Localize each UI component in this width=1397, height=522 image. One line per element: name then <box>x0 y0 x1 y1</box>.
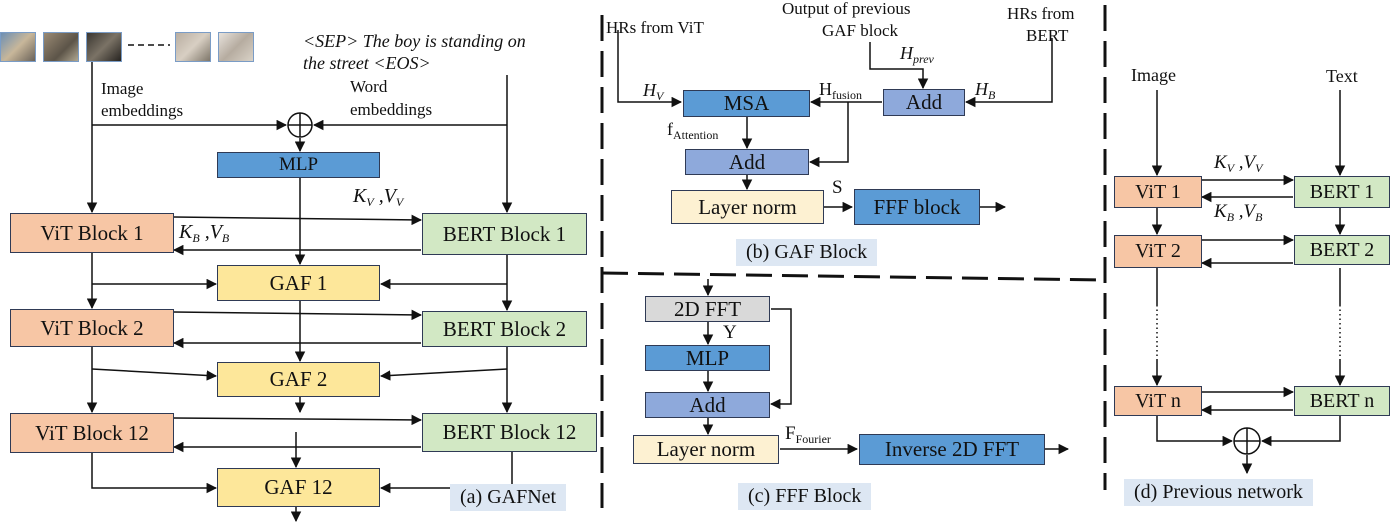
h-v-label: HV <box>643 80 663 106</box>
word-embeddings-label-l2: embeddings <box>350 100 433 119</box>
gaf-block-2: GAF 2 <box>217 362 380 397</box>
image-input-label: Image <box>1131 65 1176 85</box>
k-symbol: K <box>353 185 367 207</box>
image-embeddings-label-l2: embeddings <box>101 101 184 120</box>
kv-label-d: KV ,VV <box>1214 152 1263 176</box>
gaf-block-12: GAF 12 <box>217 468 380 507</box>
k-symbol: K <box>179 221 193 243</box>
vit-n-block: ViT n <box>1114 386 1202 416</box>
output-prev-label-l2: GAF block <box>822 21 899 40</box>
mlp-block: MLP <box>217 152 380 178</box>
k-symbol: K <box>1214 152 1227 173</box>
bert-2-block: BERT 2 <box>1294 235 1390 265</box>
v-symbol: V <box>209 221 222 243</box>
h-b-label: HB <box>975 79 995 105</box>
f-attention-label: fAttention <box>667 119 718 145</box>
k-subscript: V <box>1226 161 1235 175</box>
h-symbol: H <box>975 79 988 99</box>
h-symbol: H <box>819 79 832 99</box>
v-symbol: V <box>383 185 396 207</box>
f-symbol: f <box>667 119 673 139</box>
hrs-from-bert-label-l2: BERT <box>1026 26 1069 45</box>
f-subscript: Fourier <box>795 432 831 446</box>
vit-1-block: ViT 1 <box>1114 176 1202 208</box>
caption-fff-block: (c) FFF Block <box>738 483 872 510</box>
h-symbol: H <box>900 43 913 63</box>
h-fusion-label: Hfusion <box>819 79 862 105</box>
bert-block-1: BERT Block 1 <box>422 213 587 255</box>
v-subscript: V <box>395 195 404 209</box>
bert-block-2: BERT Block 2 <box>422 311 587 347</box>
image-patch-thumbnail <box>175 32 211 62</box>
add-block-top: Add <box>883 89 965 116</box>
y-label: Y <box>723 322 737 343</box>
add-block-c: Add <box>645 392 770 418</box>
vit-2-block: ViT 2 <box>1114 235 1202 268</box>
image-patch-thumbnail <box>86 32 122 62</box>
word-embeddings-label-l1: Word <box>350 77 388 96</box>
kb-label-a: KB ,VB <box>179 221 230 245</box>
sentence-line-1: <SEP> The boy is standing on <box>303 31 526 51</box>
image-patch-thumbnail <box>0 32 36 62</box>
k-subscript: B <box>192 231 200 245</box>
k-subscript: B <box>1226 210 1235 224</box>
vit-block-1: ViT Block 1 <box>10 213 174 253</box>
image-embeddings-label-l1: Image <box>101 79 144 98</box>
hrs-from-vit-label: HRs from ViT <box>606 18 704 37</box>
h-subscript: prev <box>913 52 934 66</box>
h-subscript: V <box>656 89 664 103</box>
k-symbol: K <box>1214 201 1227 222</box>
vit-block-2: ViT Block 2 <box>10 309 174 347</box>
bert-n-block: BERT n <box>1294 386 1390 416</box>
image-patch-thumbnail <box>43 32 79 62</box>
sentence-line-2: the street <EOS> <box>303 53 431 73</box>
kb-label-d: KB ,VB <box>1214 201 1263 225</box>
vit-block-12: ViT Block 12 <box>10 413 174 453</box>
output-prev-label-l1: Output of previous <box>782 0 911 18</box>
s-label: S <box>832 177 843 198</box>
fff-block: FFF block <box>854 189 980 225</box>
gaf-block-1: GAF 1 <box>217 265 380 301</box>
v-symbol: V <box>1243 152 1256 173</box>
mlp-block-c: MLP <box>645 345 770 371</box>
caption-previous-network: (d) Previous network <box>1124 479 1313 506</box>
h-prev-label: Hprev <box>900 43 934 69</box>
kv-label-a: KV ,VV <box>353 185 404 209</box>
msa-block: MSA <box>683 90 810 117</box>
v-subscript: V <box>1255 161 1263 175</box>
fft2d-block: 2D FFT <box>645 296 770 322</box>
hrs-from-bert-label-l1: HRs from <box>1007 4 1075 23</box>
f-fourier-label: FFourier <box>785 424 831 449</box>
v-subscript: B <box>221 231 230 245</box>
layer-norm-block-c: Layer norm <box>633 435 779 464</box>
caption-gaf-block: (b) GAF Block <box>736 239 878 266</box>
v-subscript: B <box>1255 210 1263 224</box>
bert-block-12: BERT Block 12 <box>422 413 597 452</box>
h-symbol: H <box>643 80 656 100</box>
image-patch-thumbnail <box>218 32 254 62</box>
add-block-middle: Add <box>685 149 809 175</box>
text-input-label: Text <box>1326 66 1358 86</box>
layer-norm-block-b: Layer norm <box>671 190 824 224</box>
inverse-fft-block: Inverse 2D FFT <box>859 434 1045 465</box>
f-symbol: F <box>785 423 796 444</box>
h-subscript: fusion <box>832 88 862 102</box>
f-subscript: Attention <box>673 128 719 142</box>
v-symbol: V <box>1243 201 1256 222</box>
h-subscript: B <box>988 88 996 102</box>
bert-1-block: BERT 1 <box>1294 176 1390 208</box>
k-subscript: V <box>366 195 374 209</box>
caption-gafnet: (a) GAFNet <box>450 484 567 511</box>
